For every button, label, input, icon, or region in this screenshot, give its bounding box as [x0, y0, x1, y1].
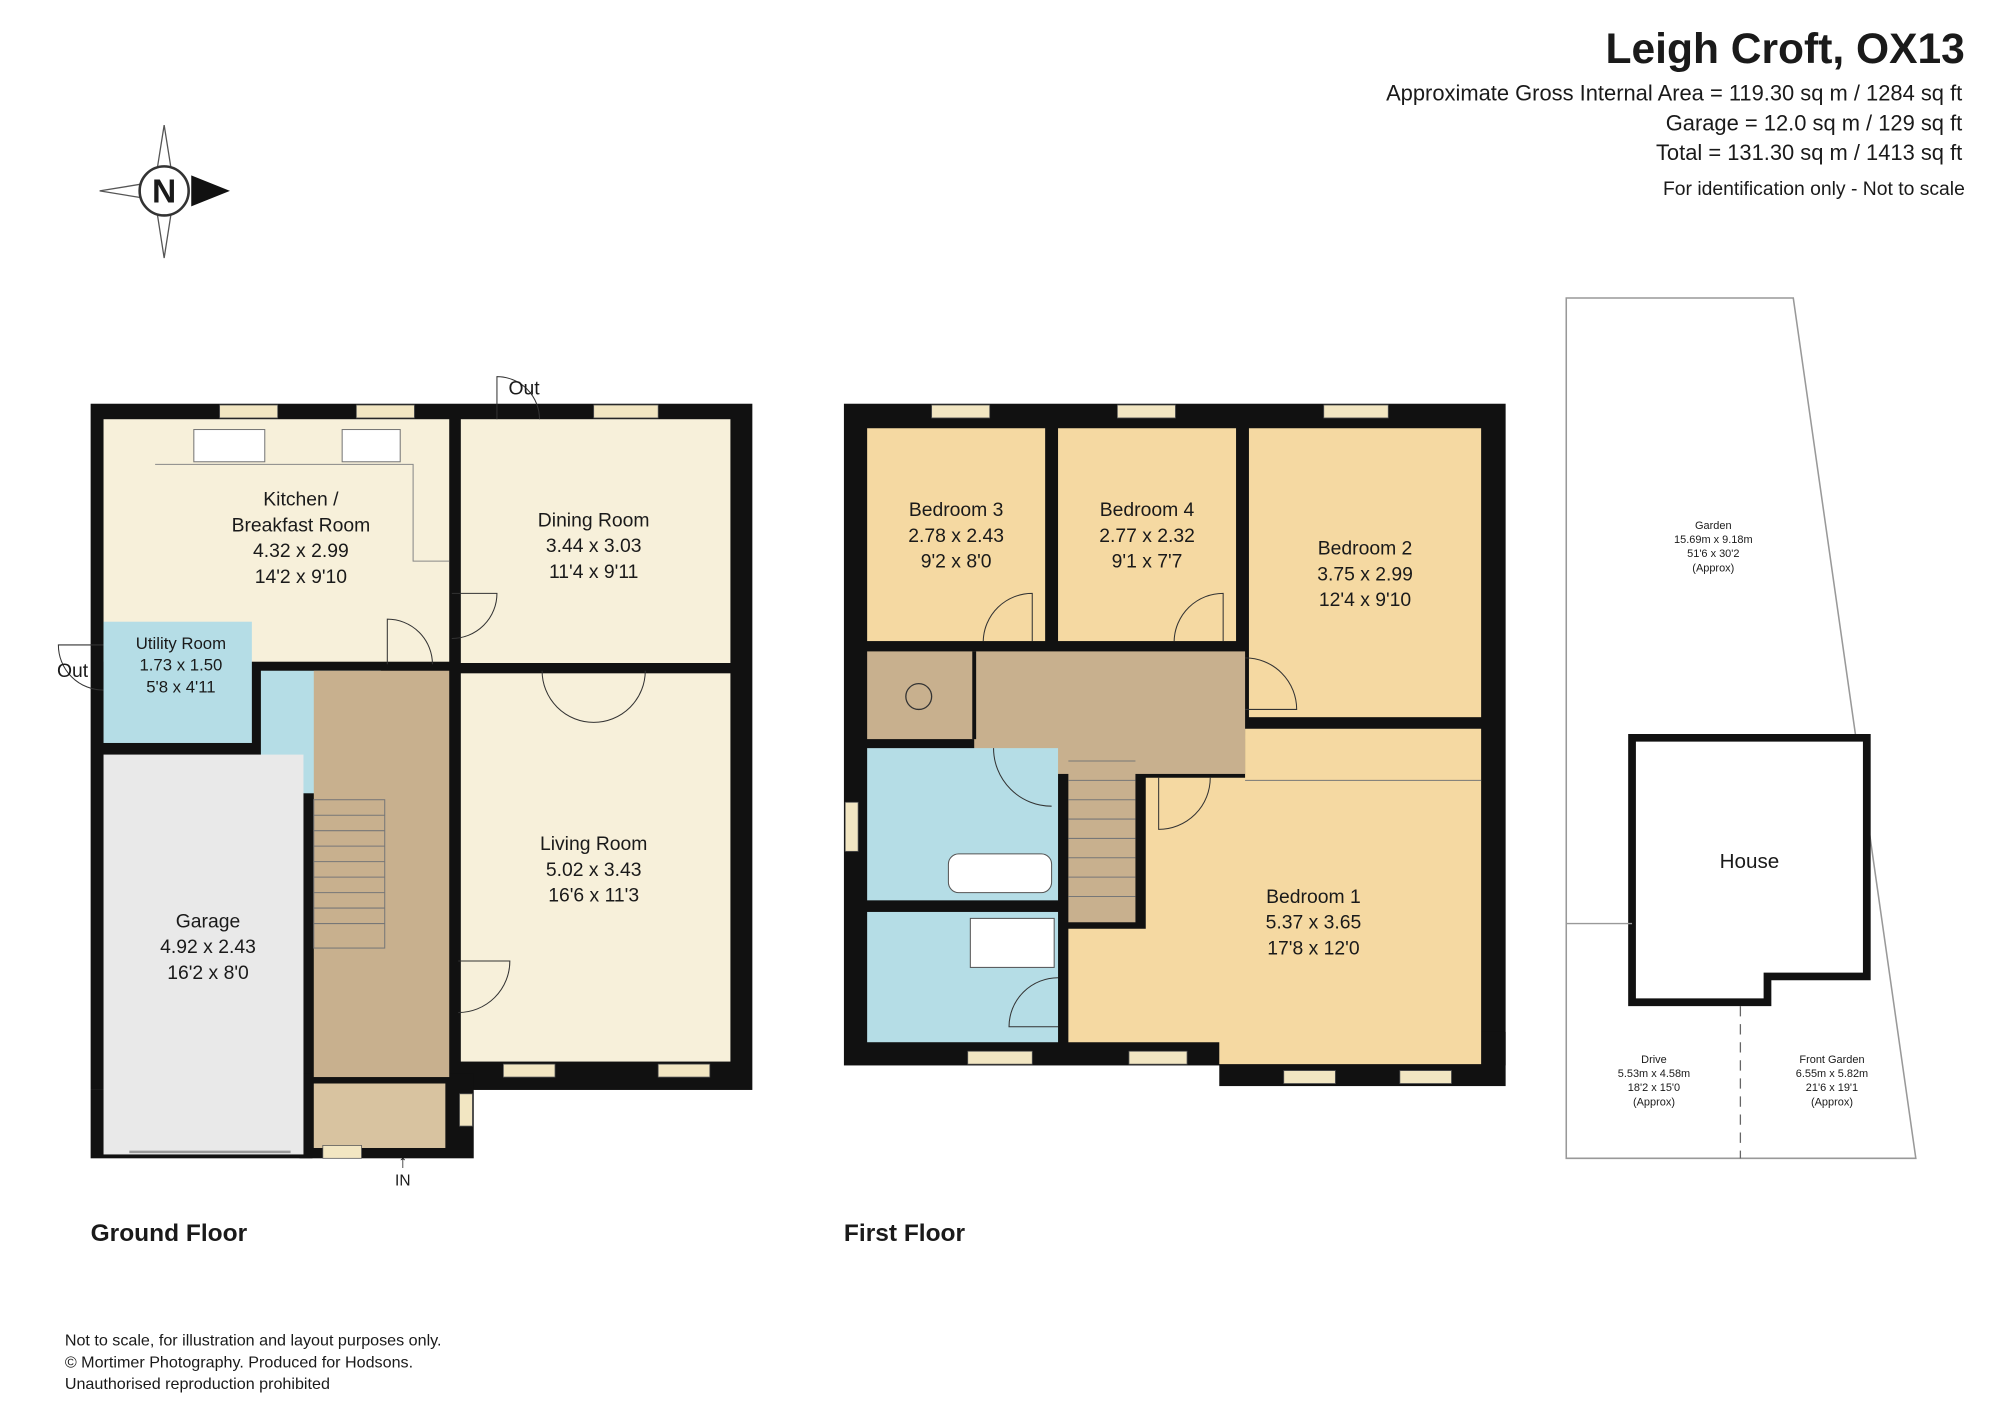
room-dining: Dining Room 3.44 x 3.03 11'4 x 9'11 [538, 509, 650, 583]
living-area [460, 673, 731, 1062]
room-name: Bedroom 1 [1266, 886, 1361, 908]
garden-label: Garden 15.69m x 9.18m 51'6 x 30'2 (Appro… [1674, 520, 1753, 575]
reproduction-line: Unauthorised reproduction prohibited [65, 1375, 330, 1393]
room-size-metric: 5.02 x 3.43 [546, 859, 642, 881]
room-name: Bedroom 3 [909, 499, 1004, 521]
room-size-imperial: 16'6 x 11'3 [548, 885, 639, 907]
svg-text:Drive: Drive [1641, 1054, 1667, 1066]
entrance-arrow-icon: ↑ [398, 1151, 407, 1171]
windows [844, 404, 1452, 1084]
doors [982, 592, 1298, 1028]
doors [57, 376, 646, 1014]
room-size-metric: 3.75 x 2.99 [1317, 563, 1413, 585]
ground-floor-plan: Out Out IN ↑ Kitchen / Breakfast Room 4.… [57, 376, 753, 1247]
room-living: Living Room 5.02 x 3.43 16'6 x 11'3 [540, 833, 647, 907]
room-size-imperial: 16'2 x 8'0 [167, 962, 249, 984]
room-size-imperial: 12'4 x 9'10 [1319, 589, 1411, 611]
room-utility: Utility Room 1.73 x 1.50 5'8 x 4'11 [136, 634, 226, 697]
svg-text:51'6 x 30'2: 51'6 x 30'2 [1687, 548, 1739, 560]
compass-north-label: N [152, 174, 176, 211]
windows [219, 404, 711, 1159]
room-name: Utility Room [136, 634, 226, 653]
svg-text:6.55m x 5.82m: 6.55m x 5.82m [1796, 1068, 1868, 1080]
bedroom-2-area [1248, 428, 1482, 718]
loft-hatch-icon [905, 682, 933, 711]
room-bedroom-4: Bedroom 4 2.77 x 2.32 9'1 x 7'7 [1099, 499, 1195, 573]
room-garage: Garage 4.92 x 2.43 16'2 x 8'0 [160, 910, 256, 984]
room-name: Breakfast Room [232, 514, 371, 536]
room-name: Dining Room [538, 509, 650, 531]
room-size-metric: 1.73 x 1.50 [139, 656, 222, 675]
svg-text:(Approx): (Approx) [1633, 1096, 1675, 1108]
room-bedroom-2: Bedroom 2 3.75 x 2.99 12'4 x 9'10 [1317, 538, 1413, 612]
room-size-metric: 3.44 x 3.03 [546, 535, 642, 557]
garage-area [103, 754, 304, 1155]
shower-icon [969, 917, 1055, 968]
bath-icon [947, 853, 1053, 894]
svg-text:21'6 x 19'1: 21'6 x 19'1 [1806, 1082, 1858, 1094]
bedroom-3-area [867, 428, 1046, 642]
exit-label-utility: Out [57, 660, 89, 682]
site-plan: House Garden 15.69m x 9.18m 51'6 x 30'2 … [1565, 297, 1917, 1160]
bedroom-4-area [1058, 428, 1237, 642]
room-name: Kitchen / [263, 489, 339, 511]
room-size-imperial: 9'2 x 8'0 [921, 551, 992, 573]
garage-area: Garage = 12.0 sq m / 129 sq ft [1666, 110, 1963, 135]
room-size-imperial: 11'4 x 9'11 [549, 561, 638, 583]
svg-text:Front Garden: Front Garden [1799, 1054, 1864, 1066]
header: Leigh Croft, OX13 Approximate Gross Inte… [1386, 25, 1965, 200]
landing-area [867, 651, 1246, 740]
svg-text:(Approx): (Approx) [1692, 562, 1734, 574]
svg-text:18'2 x 15'0: 18'2 x 15'0 [1628, 1082, 1680, 1094]
room-size-imperial: 17'8 x 12'0 [1267, 938, 1359, 960]
house-outline [1628, 733, 1871, 1007]
drive-label: Drive 5.53m x 4.58m 18'2 x 15'0 (Approx) [1618, 1054, 1690, 1109]
copyright-line: © Mortimer Photography. Produced for Hod… [65, 1353, 413, 1371]
first-floor-plan: Bedroom 3 2.78 x 2.43 9'2 x 8'0 Bedroom … [843, 403, 1506, 1247]
front-garden-label: Front Garden 6.55m x 5.82m 21'6 x 19'1 (… [1796, 1054, 1868, 1109]
svg-text:Garden: Garden [1695, 520, 1732, 532]
exit-label-dining: Out [508, 378, 540, 400]
bedroom-1-area [1068, 728, 1482, 1065]
room-bedroom-1: Bedroom 1 5.37 x 3.65 17'8 x 12'0 [1266, 886, 1362, 960]
room-name: Bedroom 4 [1100, 499, 1195, 521]
room-size-metric: 4.92 x 2.43 [160, 936, 256, 958]
dining-area [460, 419, 731, 663]
porch-area [313, 1083, 446, 1148]
svg-text:15.69m x 9.18m: 15.69m x 9.18m [1674, 534, 1753, 546]
hall-area [313, 670, 450, 1078]
room-name: Bedroom 2 [1318, 538, 1413, 560]
house-label: House [1720, 850, 1780, 873]
svg-text:5.53m x 4.58m: 5.53m x 4.58m [1618, 1068, 1690, 1080]
first-floor-label: First Floor [844, 1220, 966, 1247]
room-size-metric: 5.37 x 3.65 [1266, 912, 1362, 934]
utility-area [103, 621, 252, 743]
compass-icon: N [99, 125, 230, 259]
room-kitchen: Kitchen / Breakfast Room 4.32 x 2.99 14'… [232, 489, 371, 588]
room-size-imperial: 14'2 x 9'10 [255, 566, 347, 588]
room-size-imperial: 9'1 x 7'7 [1112, 551, 1183, 573]
disclaimer-line: Not to scale, for illustration and layou… [65, 1331, 442, 1349]
first-floor-stairs [1068, 741, 1136, 923]
identification-note: For identification only - Not to scale [1663, 178, 1965, 200]
total-area: Total = 131.30 sq m / 1413 sq ft [1656, 140, 1962, 165]
room-size-metric: 2.77 x 2.32 [1099, 525, 1195, 547]
room-bedroom-3: Bedroom 3 2.78 x 2.43 9'2 x 8'0 [908, 499, 1004, 573]
room-size-metric: 4.32 x 2.99 [253, 540, 349, 562]
svg-text:(Approx): (Approx) [1811, 1096, 1853, 1108]
hob-icon [341, 429, 401, 463]
sink-icon [193, 429, 266, 463]
room-size-imperial: 5'8 x 4'11 [146, 678, 215, 697]
footer-disclaimer: Not to scale, for illustration and layou… [65, 1331, 442, 1393]
property-title: Leigh Croft, OX13 [1606, 25, 1965, 73]
staircase [155, 429, 450, 949]
room-size-metric: 2.78 x 2.43 [908, 525, 1004, 547]
ground-floor-label: Ground Floor [91, 1220, 248, 1247]
entrance-label: IN [395, 1172, 410, 1189]
room-name: Living Room [540, 833, 647, 855]
gross-internal-area: Approximate Gross Internal Area = 119.30… [1386, 81, 1962, 106]
room-name: Garage [176, 910, 240, 932]
